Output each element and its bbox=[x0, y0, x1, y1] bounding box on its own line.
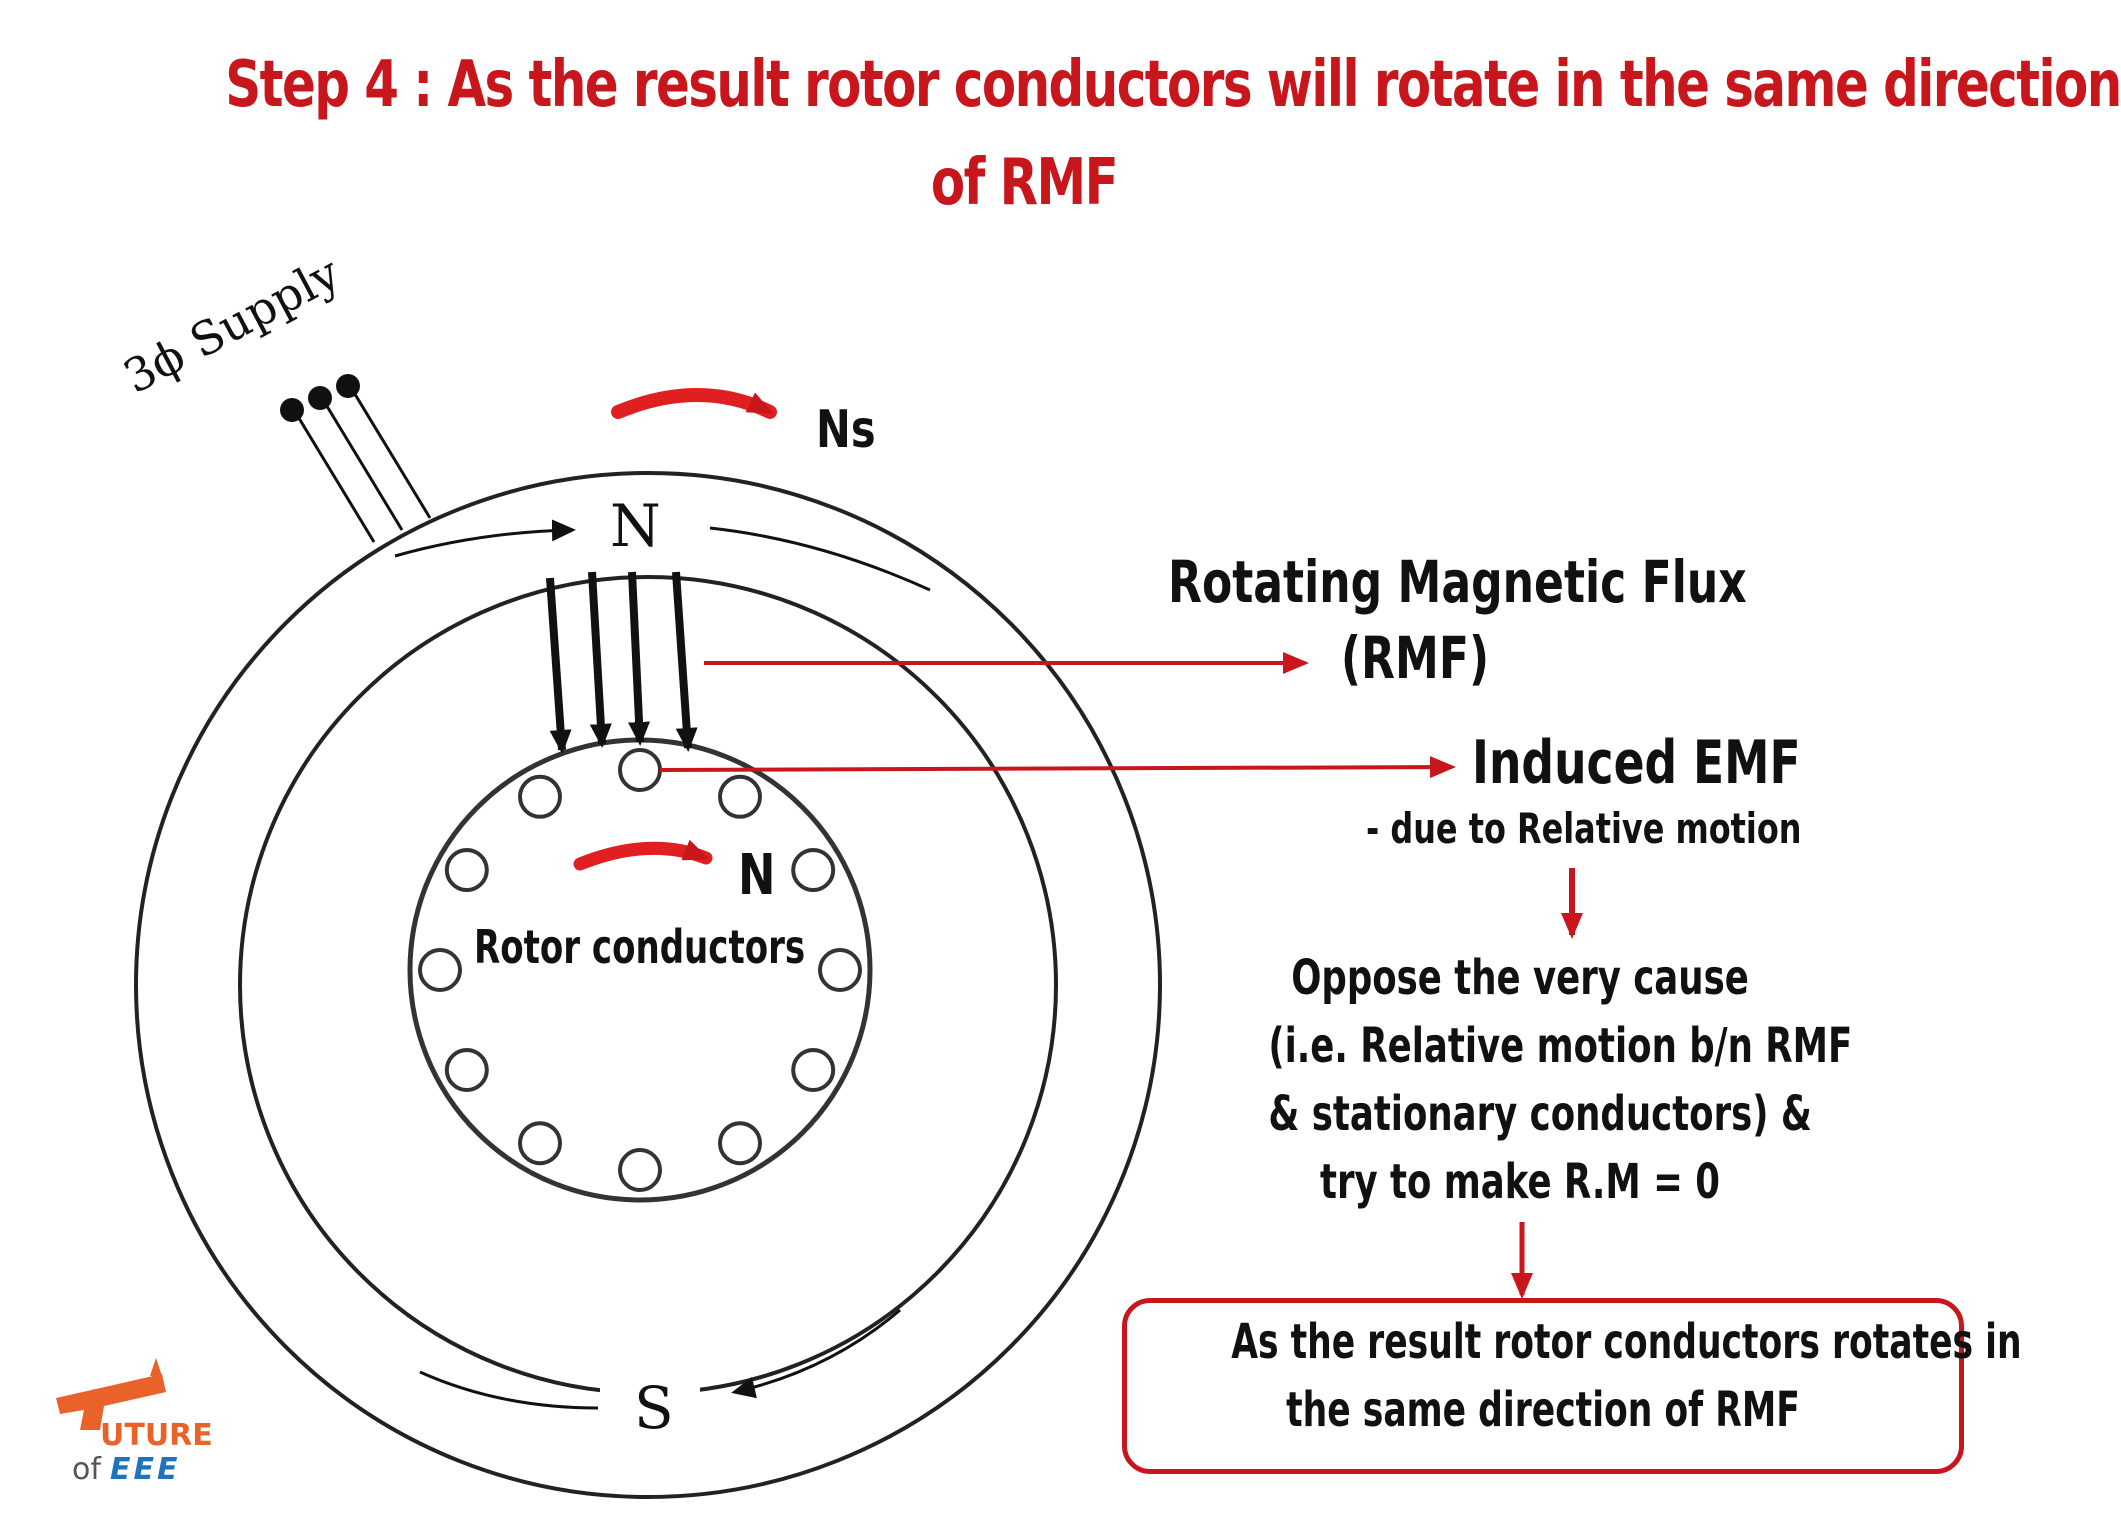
ns-rotation-arrow bbox=[611, 388, 777, 419]
emf-note-label: - due to Relative motion bbox=[1366, 804, 1802, 853]
stator-south-label: S bbox=[634, 1374, 674, 1442]
rotor-conductor bbox=[618, 748, 662, 792]
stator-outer-ring bbox=[134, 471, 1162, 1499]
rotor-conductor bbox=[791, 848, 836, 892]
rmf-label: Rotating Magnetic Flux (RMF) bbox=[1090, 548, 1747, 692]
rotor-conductor bbox=[418, 948, 462, 992]
rotor-conductor bbox=[818, 948, 862, 992]
rotor-conductor bbox=[444, 848, 489, 892]
rotor-conductor bbox=[518, 774, 562, 819]
oppose-line-2: (i.e. Relative motion b/n RMF bbox=[1268, 1018, 1853, 1074]
page-title: Step 4 : As the result rotor conductors … bbox=[225, 48, 2121, 122]
rotor-conductors-label: Rotor conductors bbox=[474, 920, 806, 974]
oppose-text: Oppose the very cause (i.e. Relative mot… bbox=[1180, 944, 1860, 1216]
logo-word-of: of bbox=[72, 1452, 101, 1487]
stator-arrow-bottom-left bbox=[419, 1370, 599, 1410]
logo-graphic bbox=[56, 1358, 166, 1430]
stator-inner-ring bbox=[238, 575, 1058, 1395]
flux-arrows bbox=[546, 571, 698, 754]
result-line-1: As the result rotor conductors rotates i… bbox=[1231, 1314, 2022, 1370]
stator-arrow-bottom bbox=[731, 1308, 901, 1399]
logo-word-future: UTURE bbox=[100, 1418, 213, 1453]
supply-wires bbox=[280, 374, 432, 543]
rotor-conductor bbox=[618, 1148, 662, 1192]
rmf-label-line1: Rotating Magnetic Flux bbox=[1168, 548, 1747, 616]
rotor-conductor bbox=[718, 1121, 762, 1166]
stator-arrow-top-right bbox=[709, 526, 931, 592]
emf-pointer-arrow bbox=[659, 756, 1456, 779]
rotor-rotation-arrow bbox=[573, 839, 713, 871]
rotor-conductor bbox=[718, 774, 762, 819]
induction-motor-diagram bbox=[56, 374, 1583, 1499]
rotor-conductors bbox=[418, 748, 862, 1192]
stator-arrow-top bbox=[394, 519, 576, 558]
page-title-line2: of RMF bbox=[930, 146, 1119, 220]
oppose-line-3: & stationary conductors) & bbox=[1268, 1086, 1812, 1142]
rotor-conductor bbox=[791, 1048, 836, 1092]
rotor-north-label: N bbox=[738, 843, 776, 908]
result-text: As the result rotor conductors rotates i… bbox=[1110, 1308, 2022, 1444]
logo-word-eee: EEE bbox=[110, 1452, 181, 1487]
rmf-label-line2: (RMF) bbox=[1340, 624, 1490, 692]
oppose-line-1: Oppose the very cause bbox=[1291, 950, 1749, 1006]
oppose-line-4: try to make R.M = 0 bbox=[1320, 1154, 1720, 1210]
ns-label: Ns bbox=[816, 400, 876, 460]
rotor-conductor bbox=[518, 1121, 562, 1166]
stator-north-label: N bbox=[610, 492, 661, 560]
result-box bbox=[1122, 1298, 1964, 1474]
induced-emf-label: Induced EMF bbox=[1472, 728, 1801, 798]
rotor-conductor bbox=[444, 1048, 489, 1092]
result-line-2: the same direction of RMF bbox=[1286, 1382, 1800, 1438]
